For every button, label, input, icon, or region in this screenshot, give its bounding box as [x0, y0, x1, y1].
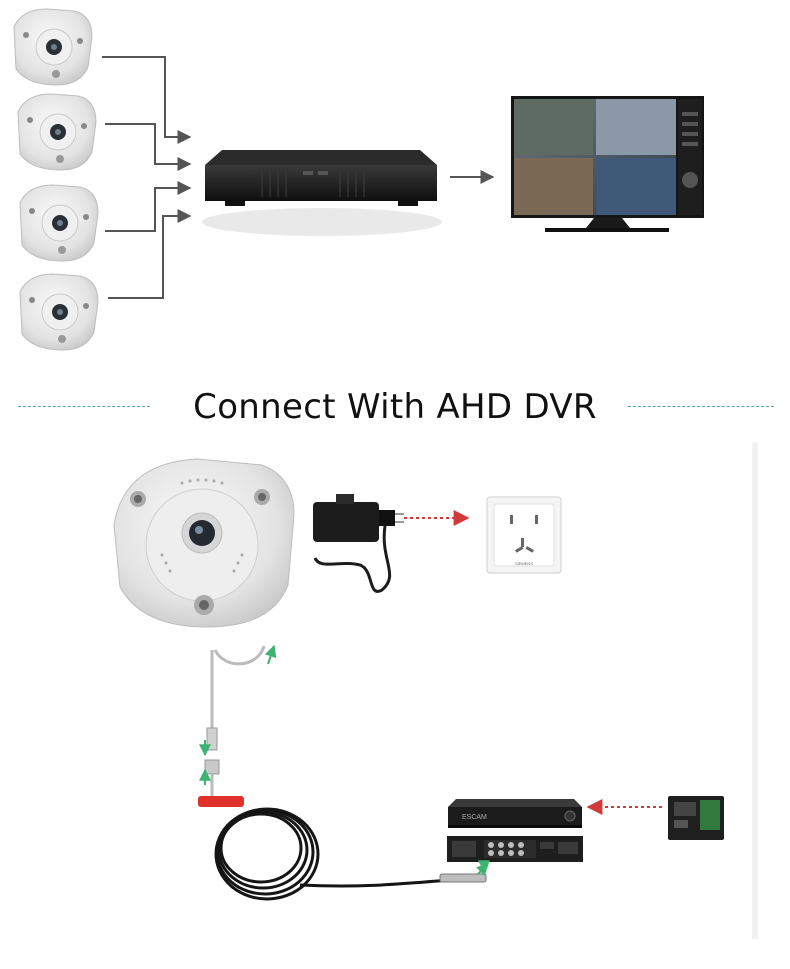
- section-heading: Connect With AHD DVR: [193, 387, 597, 427]
- pigtail-cable: [199, 644, 277, 798]
- hard-drive: [668, 796, 724, 840]
- cable-coil: [214, 807, 451, 901]
- divider-right: [628, 406, 774, 407]
- wall-outlet: SIEMENS: [486, 496, 562, 574]
- camera-4: [19, 273, 99, 351]
- camera-1: [13, 8, 93, 86]
- divider-left: [18, 406, 150, 407]
- camera-wires: [102, 56, 495, 299]
- right-edge-bar: [752, 442, 758, 939]
- bnc-connector: [439, 873, 487, 883]
- outlet-brand-label: SIEMENS: [515, 561, 533, 566]
- monitor: [511, 96, 704, 232]
- fisheye-camera: [113, 458, 295, 628]
- dvr-front: ESCAM: [448, 799, 582, 828]
- red-connector: [198, 796, 244, 807]
- power-adapter: [313, 494, 470, 593]
- dvr-rear: [447, 836, 583, 873]
- camera-2: [17, 93, 97, 171]
- dvr-top: [202, 150, 442, 236]
- camera-3: [19, 184, 99, 262]
- dvr-brand-label: ESCAM: [462, 814, 487, 821]
